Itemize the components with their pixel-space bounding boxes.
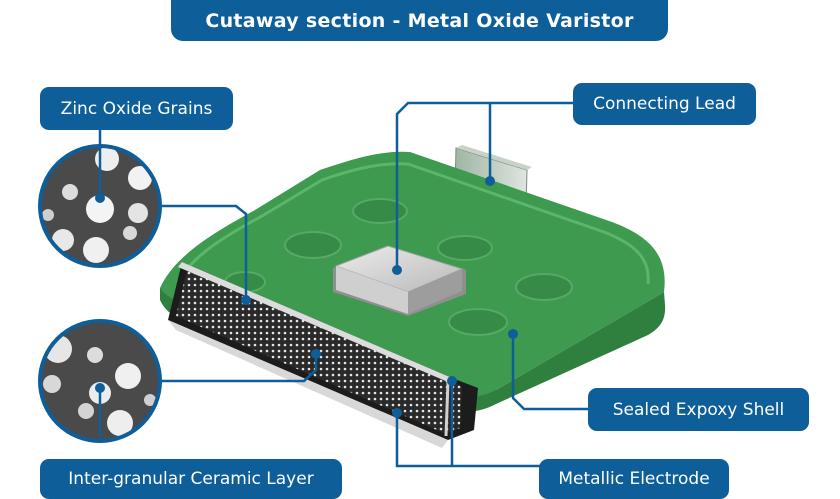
diagram-title: Cutaway section - Metal Oxide Varistor [171, 0, 668, 41]
label-zinc-oxide-grains: Zinc Oxide Grains [40, 87, 233, 130]
zinc-oxide-grains-magnifier [38, 132, 162, 268]
intergranular-layer-magnifier [38, 319, 162, 443]
varistor-illustration [38, 101, 666, 468]
label-intergranular-layer: Inter-granular Ceramic Layer [40, 459, 342, 499]
leader-lines [98, 101, 588, 468]
label-metallic-electrode: Metallic Electrode [539, 459, 729, 499]
label-sealed-shell: Sealed Expoxy Shell [588, 388, 809, 431]
leader-dots [241, 176, 518, 418]
label-connecting-lead: Connecting Lead [573, 83, 756, 125]
